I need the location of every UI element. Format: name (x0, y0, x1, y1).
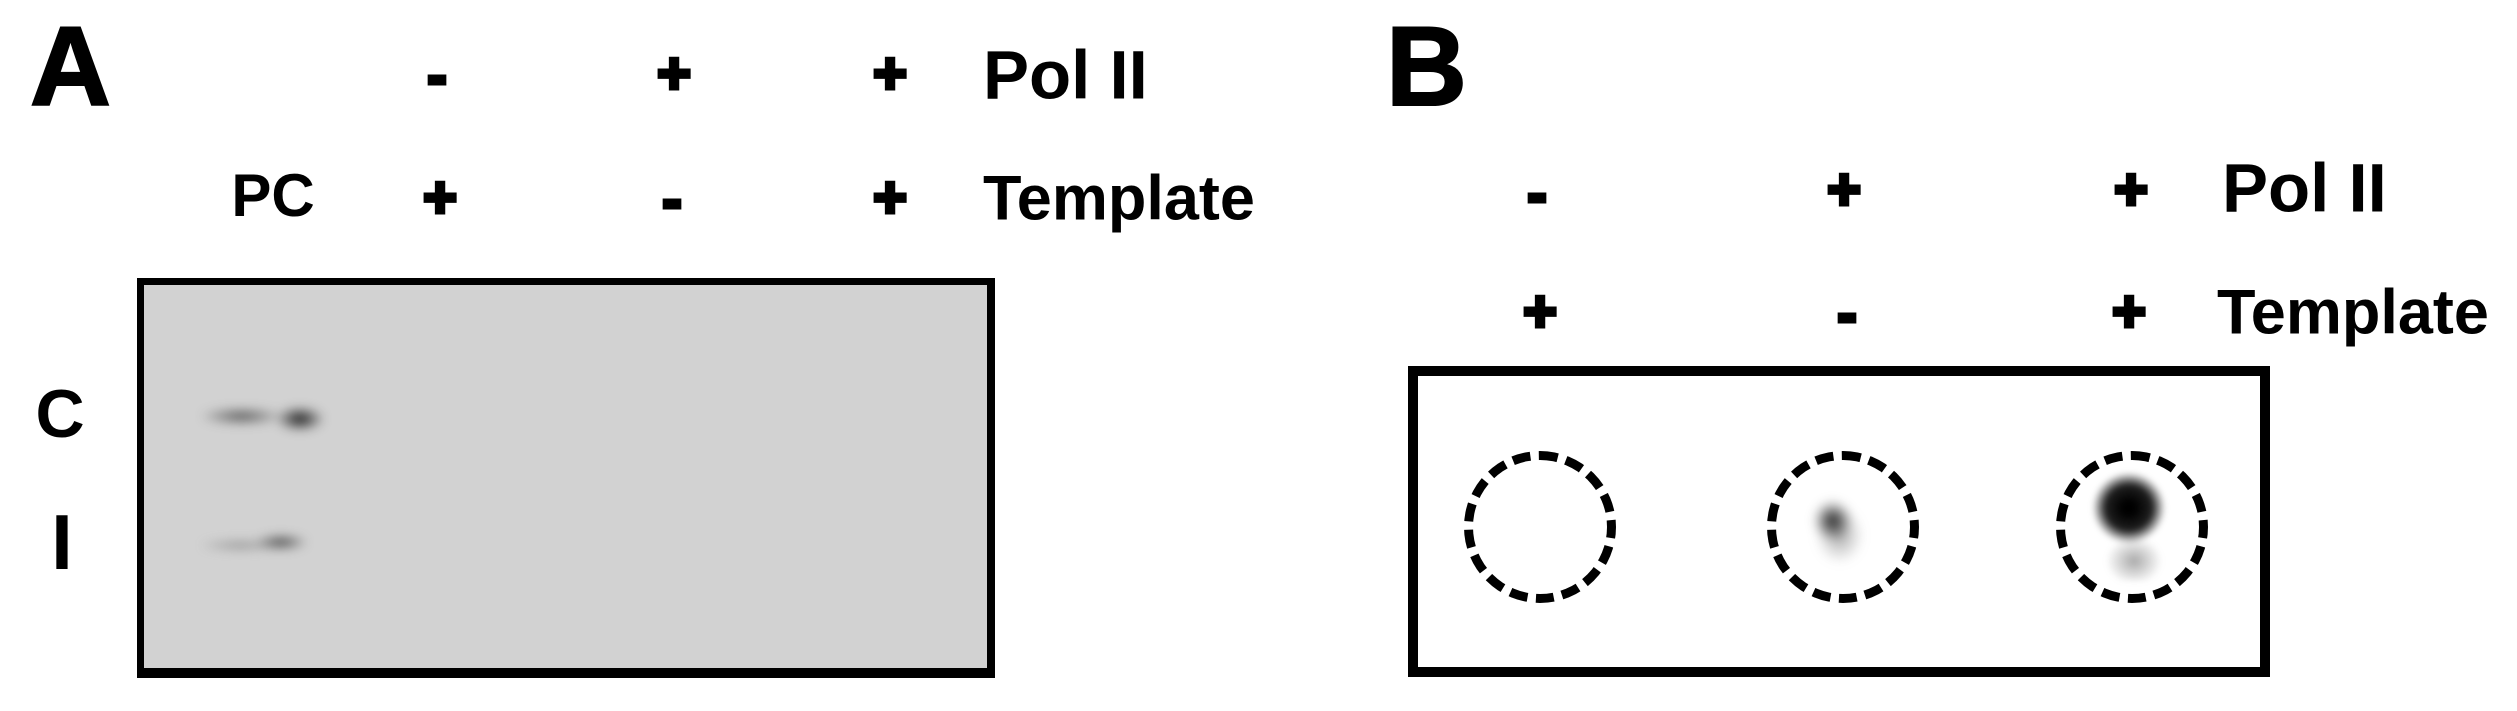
panel-b-template-sign-lane1: + (1521, 279, 1559, 344)
panel-b-pol2-sign-lane2: + (1825, 157, 1863, 222)
band-row-label-c: C (35, 376, 85, 452)
panel-b-pol2-sign-lane1: - (1525, 161, 1548, 226)
panel-a-pc-lane-label: PC (231, 162, 315, 229)
panel-a-pol2-sign-lane2: + (655, 41, 693, 106)
band-row-label-i: I (51, 498, 73, 586)
well-circle-1 (1464, 451, 1616, 603)
panel-b-template-sign-lane3: + (2110, 279, 2148, 344)
panel-b-template-row-label: Template (2217, 277, 2489, 348)
protein-band-c (202, 396, 326, 440)
panel-a-pol2-sign-lane3: + (871, 41, 909, 106)
signal-spot-weak (1801, 485, 1871, 569)
well-circle-3 (2056, 451, 2208, 603)
panel-a-template-sign-lane3: + (871, 165, 909, 230)
signal-spot-strong (2079, 463, 2185, 581)
panel-b-label: B (1385, 4, 1468, 129)
panel-b-pol2-sign-lane3: + (2112, 157, 2150, 222)
protein-band-i (202, 524, 322, 562)
panel-a-template-row-label: Template (983, 163, 1255, 234)
panel-b-template-sign-lane2: - (1835, 281, 1858, 346)
well-circle-2 (1767, 451, 1919, 603)
panel-a-template-sign-lane2: - (660, 167, 683, 232)
panel-a-pol2-sign-lane1: - (425, 43, 448, 108)
panel-a-label: A (29, 4, 112, 129)
panel-a-pol2-row-label: Pol II (983, 36, 1148, 114)
panel-a-template-sign-lane1: + (421, 165, 459, 230)
panel-b-pol2-row-label: Pol II (2222, 149, 2387, 227)
gel-image (137, 278, 995, 678)
